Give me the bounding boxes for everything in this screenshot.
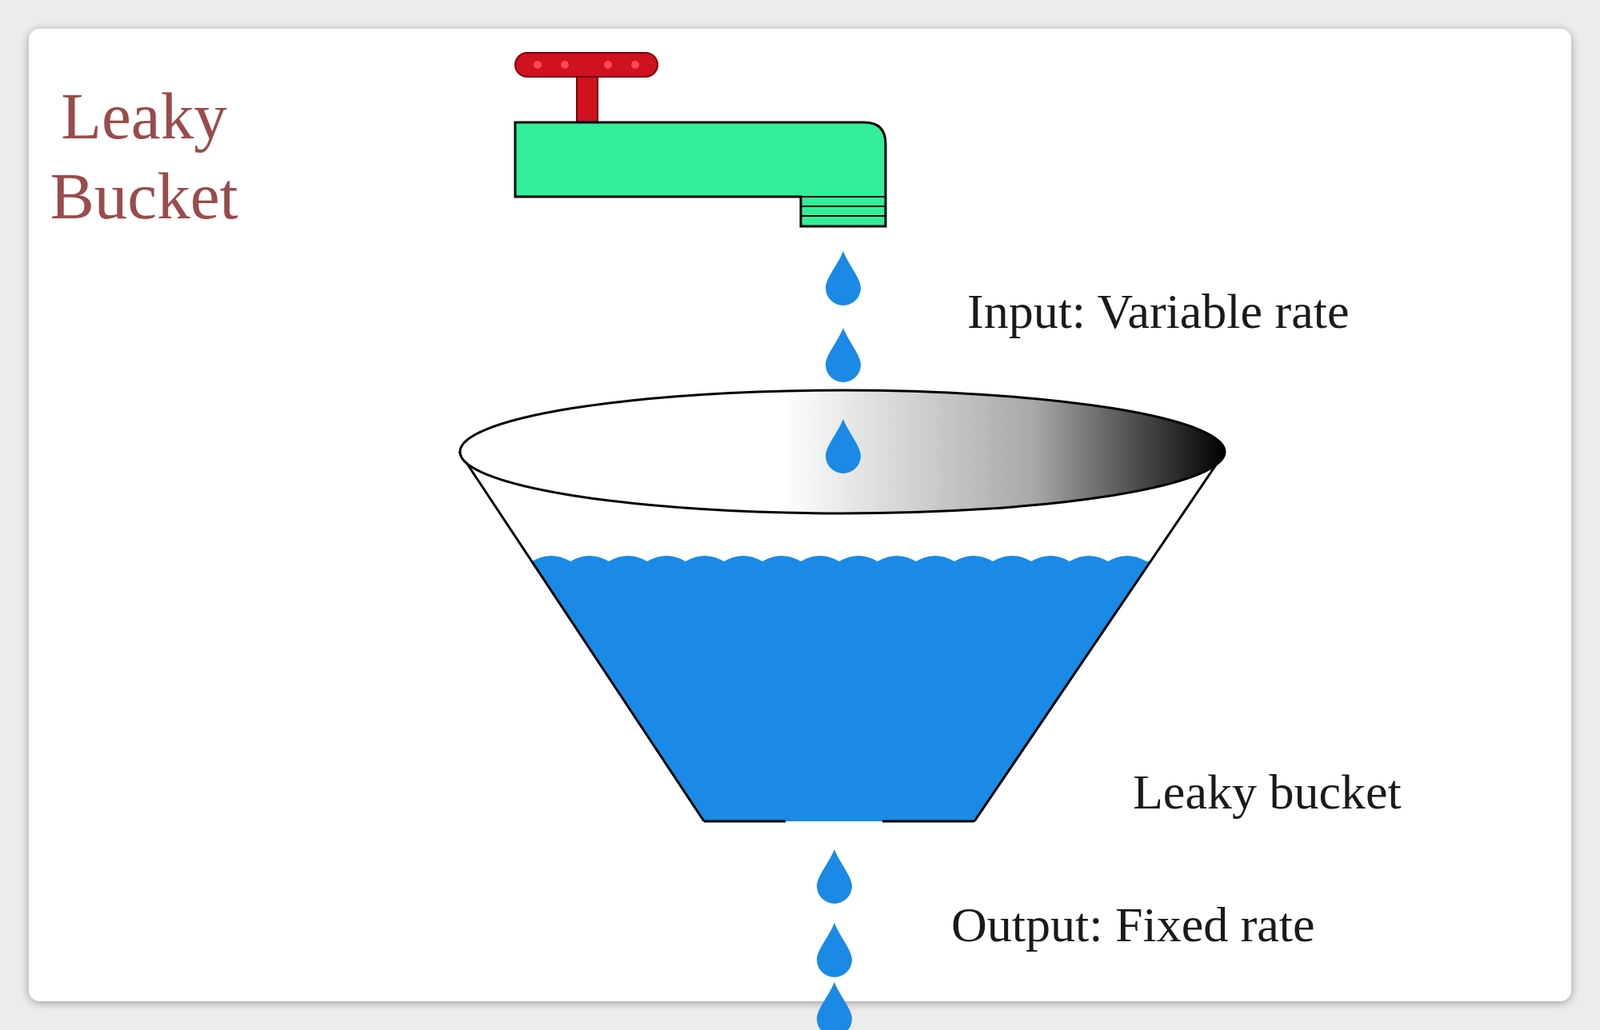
diagram-label: Input: Variable rate: [967, 281, 1349, 341]
diagram-label: Leaky bucket: [1132, 762, 1402, 822]
card-background: [28, 28, 1572, 1002]
faucet: [515, 52, 886, 227]
diagram-label: Output: Fixed rate: [951, 895, 1316, 955]
water: [532, 556, 1151, 822]
bucket: [459, 390, 1225, 822]
diagram-title: Leaky Bucket: [12, 76, 276, 236]
water-drops: [816, 251, 861, 1030]
